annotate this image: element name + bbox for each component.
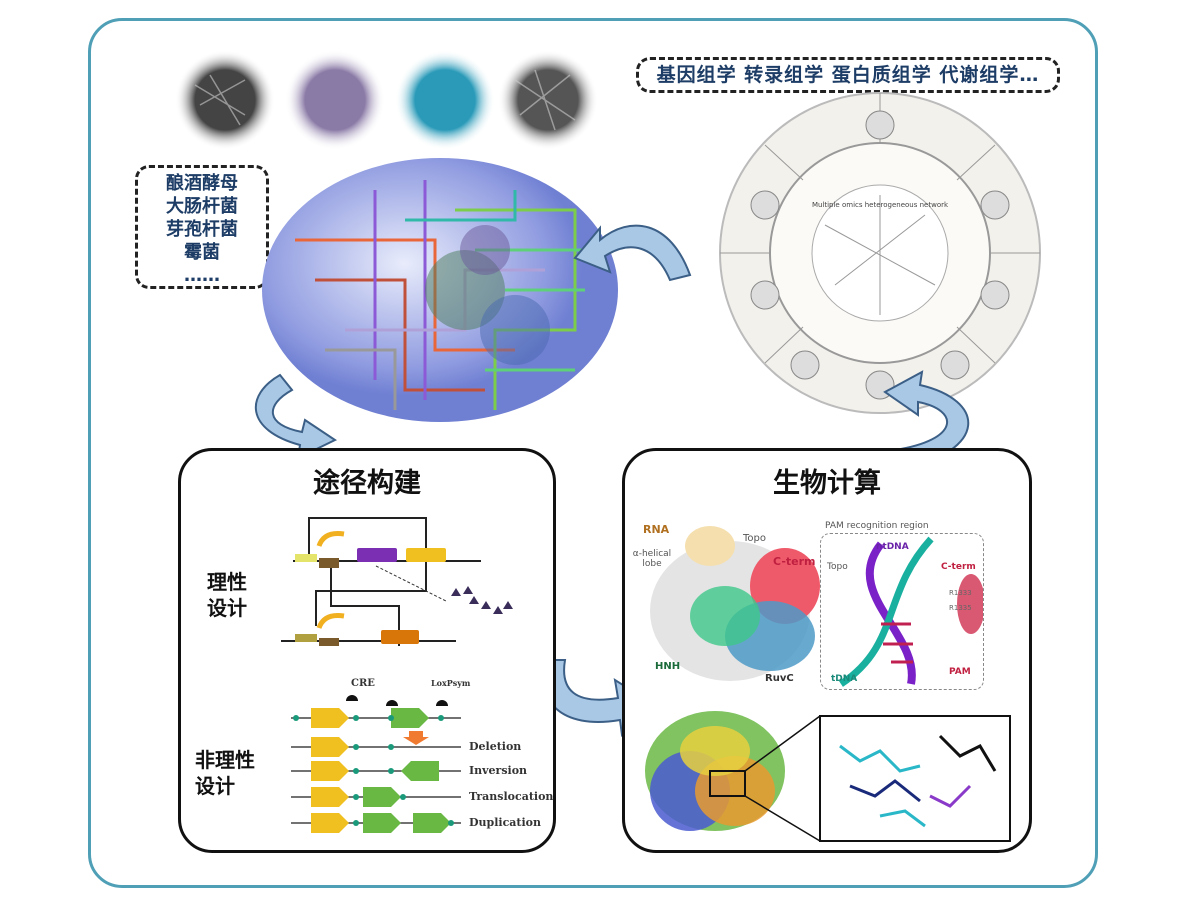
recombination-diagram [291, 695, 461, 833]
organism-item: 酿酒酵母 [166, 173, 238, 194]
label-tdna: tDNA [831, 674, 858, 684]
cre-legend: CRE [351, 678, 375, 689]
label-r1333: R1333 [949, 589, 972, 597]
label-c-term-pam: C-term [941, 562, 976, 572]
label-c-term: C-term [773, 555, 816, 568]
organism-item: …… [184, 265, 220, 286]
label-topo: Topo [743, 533, 766, 544]
operation-inversion: Inversion [469, 764, 528, 777]
panel-title: 途径构建 [313, 468, 421, 499]
label-hnh: HNH [655, 661, 681, 672]
label-topo-pam: Topo [827, 562, 848, 572]
micrograph-bacillus [395, 50, 495, 150]
operation-deletion: Deletion [469, 740, 522, 753]
pam-region-box: ntDNA Topo C-term R1333 R1335 tDNA PAM [820, 533, 984, 690]
label-alpha-lobe: α-helical lobe [632, 549, 672, 569]
arrow-cell-to-pathway [254, 373, 338, 460]
outer-frame [88, 18, 1098, 888]
loxp-legend: LoxPsym [431, 678, 471, 688]
genetic-circuit [281, 517, 513, 646]
multi-omics-network: Multiple omics heterogeneous network [719, 92, 1041, 414]
organism-item: 霉菌 [184, 242, 220, 263]
irrational-design-label: 非理性 [195, 748, 255, 772]
micrograph-mold [498, 50, 598, 150]
protein-structure [650, 526, 820, 681]
arrow-network-to-cell [573, 224, 692, 282]
operation-translocation: Translocation [469, 790, 554, 803]
metabolic-network-cell [262, 158, 618, 422]
organism-item: 芽孢杆菌 [166, 219, 238, 240]
organism-list-box: 酿酒酵母 大肠杆菌 芽孢杆菌 霉菌 …… [135, 165, 269, 289]
label-pam: PAM [949, 667, 971, 677]
arrow-compute-to-network [883, 370, 970, 472]
omics-label-box: 基因组学 转录组学 蛋白质组学 代谢组学… [636, 57, 1060, 93]
pam-region-title: PAM recognition region [825, 521, 929, 531]
irrational-design-label: 设计 [195, 774, 235, 798]
micrograph-row [175, 50, 598, 150]
label-rna: RNA [643, 523, 670, 536]
label-ntdna: ntDNA [876, 542, 909, 552]
panel-title: 生物计算 [773, 468, 881, 499]
rational-design-label: 理性 [207, 570, 247, 594]
omics-label: 基因组学 转录组学 蛋白质组学 代谢组学… [656, 64, 1040, 86]
network-title: Multiple omics heterogeneous network [812, 201, 949, 209]
micrograph-ecoli [285, 50, 385, 150]
docking-structure [645, 711, 1011, 842]
label-r1335: R1335 [949, 604, 972, 612]
label-ruvc: RuvC [765, 673, 794, 684]
organism-item: 大肠杆菌 [166, 196, 238, 217]
biocomputation-panel: 生物计算 RNA Topo α-helical lobe C-term HNH … [622, 448, 1032, 853]
rational-design-label: 设计 [207, 596, 247, 620]
operation-duplication: Duplication [469, 816, 542, 829]
pathway-construction-panel: 途径构建 理性 设计 非理性 设计 CRE LoxPsym Deletion [178, 448, 556, 853]
